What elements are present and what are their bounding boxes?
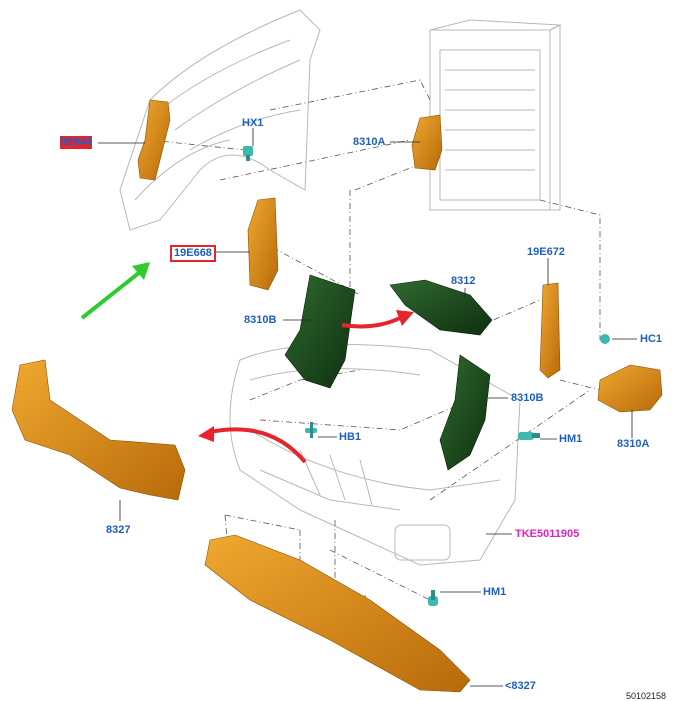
red-arrow-top <box>341 310 414 329</box>
leader-lines <box>98 128 637 687</box>
part-8310b-left <box>284 274 356 389</box>
part-hm1-mid-screw <box>518 432 540 440</box>
label-8310a-right: 8310A <box>617 438 650 450</box>
part-8327-crossmember <box>11 359 186 501</box>
label-8327-left: 8327 <box>106 524 131 536</box>
label-hb1: HB1 <box>339 431 362 443</box>
part-9e944 <box>137 99 171 181</box>
label-hm1-mid: HM1 <box>559 433 583 445</box>
label-19e668: 19E668 <box>170 245 216 262</box>
label-8310b-left: 8310B <box>244 314 277 326</box>
label-8327-bottom: <8327 <box>505 680 536 692</box>
label-hx1: HX1 <box>242 117 264 129</box>
part-8327-skid-plate <box>204 534 471 693</box>
label-hm1-low: HM1 <box>483 586 507 598</box>
part-8310a-right <box>597 364 663 413</box>
label-8310b-right: 8310B <box>511 392 544 404</box>
part-8312 <box>389 279 493 336</box>
part-hm1-low-screw <box>428 590 438 606</box>
part-19e668 <box>247 197 279 291</box>
label-hc1: HC1 <box>640 333 663 345</box>
label-8310a-top: 8310A <box>353 136 386 148</box>
label-19e672: 19E672 <box>527 246 565 258</box>
part-8310b-right <box>439 354 491 471</box>
part-hx1-clip <box>243 146 253 161</box>
radiator-outline <box>429 19 562 211</box>
part-hc1 <box>600 334 610 344</box>
red-arrow-left <box>198 426 307 464</box>
label-9e944: 9E944 <box>60 136 92 149</box>
part-hb1-screw <box>305 422 317 438</box>
reference-code: 50102158 <box>626 691 667 701</box>
part-8310a-top <box>411 114 443 171</box>
part-19e672 <box>539 282 561 379</box>
label-tke5011905: TKE5011905 <box>515 528 580 540</box>
green-arrow <box>80 262 150 320</box>
fender-outline <box>119 9 321 231</box>
label-8312: 8312 <box>451 275 476 287</box>
